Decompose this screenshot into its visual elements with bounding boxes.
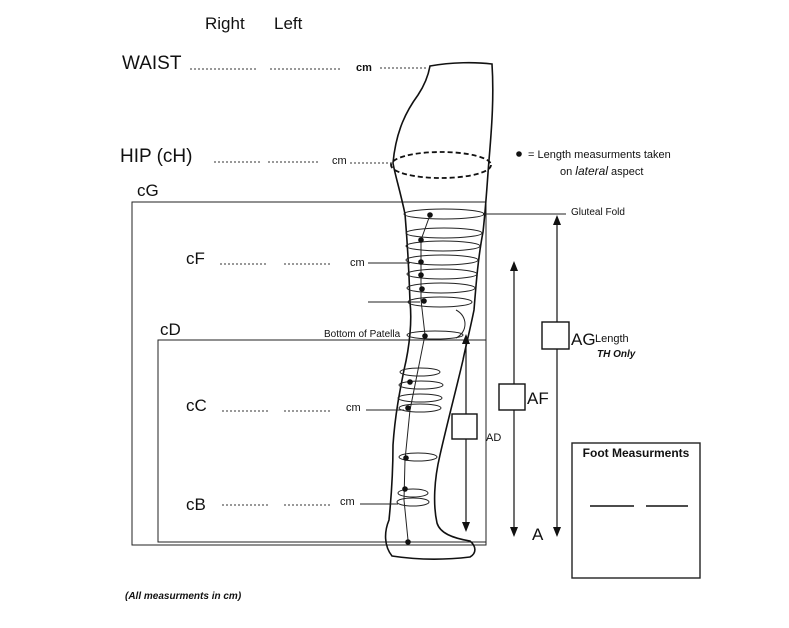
thigh-ring-4 (406, 268, 478, 280)
left-header: Left (274, 14, 303, 33)
kneecap-outline (455, 309, 466, 339)
gluteal-fold-ring (403, 208, 485, 220)
calf-ring-3 (397, 393, 443, 403)
ad-arrow-down-icon (462, 522, 470, 532)
legend-line-2-suffix: aspect (608, 166, 643, 178)
leg-outline (384, 61, 494, 560)
a-label: A (532, 525, 544, 544)
footnote: (All measurments in cm) (125, 591, 242, 602)
ad-label: AD (486, 432, 501, 444)
ankle-ring-2 (396, 497, 430, 507)
cc-label: cC (186, 396, 207, 415)
length-dot-icon (418, 272, 424, 278)
cg-label: cG (137, 181, 159, 200)
hip-label: HIP (cH) (120, 146, 192, 167)
length-dot-icon (418, 259, 424, 265)
ag-arrow-up-icon (553, 215, 561, 225)
ad-arrow-up-icon (462, 334, 470, 344)
gluteal-fold-label: Gluteal Fold (571, 207, 625, 218)
patella-ring (406, 330, 464, 340)
length-dot-gluteal-icon (427, 212, 433, 218)
foot-measurements-title: Foot Measurments (582, 446, 690, 460)
length-dot-icon (407, 379, 413, 385)
lateral-length-line (403, 214, 431, 541)
bottom-of-patella-label: Bottom of Patella (324, 329, 401, 340)
cc-unit: cm (346, 402, 361, 414)
af-arrow-down-icon (510, 527, 518, 537)
cd-label: cD (160, 320, 181, 339)
waist-unit: cm (356, 62, 372, 74)
right-header: Right (205, 14, 245, 33)
length-dot-heel-icon (405, 539, 411, 545)
ag-entry-box[interactable] (541, 321, 570, 350)
cb-label: cB (186, 495, 206, 514)
ag-length-sublabel: Length (595, 333, 629, 345)
legend-line-2-italic: lateral (575, 164, 608, 178)
legend-line-1: = Length measurments taken (528, 149, 671, 161)
length-dot-icon (403, 455, 409, 461)
calf-ring-5 (398, 452, 438, 462)
calf-ring-2 (398, 380, 444, 390)
ad-entry-box[interactable] (451, 413, 478, 440)
legend-bullet-icon (516, 151, 522, 157)
length-dot-icon (402, 486, 408, 492)
waist-label: WAIST (122, 53, 182, 74)
thigh-ring-5 (406, 282, 476, 294)
length-dot-icon (418, 237, 424, 243)
foot-measurements-panel (571, 442, 701, 579)
legend-line-2-prefix: on (560, 166, 575, 178)
thigh-ring-1 (405, 227, 483, 239)
length-dot-icon (421, 298, 427, 304)
ankle-ring-1 (397, 488, 429, 498)
ag-th-only-note: TH Only (597, 349, 636, 360)
cd-region-box (157, 339, 487, 543)
length-dot-patella-icon (422, 333, 428, 339)
calf-ring-4 (398, 403, 442, 413)
af-entry-box[interactable] (498, 383, 526, 411)
af-label: AF (527, 389, 549, 408)
hip-circumference-ring (390, 151, 492, 179)
af-arrow-up-icon (510, 261, 518, 271)
length-dot-icon (419, 286, 425, 292)
cf-unit: cm (350, 257, 365, 269)
cf-label: cF (186, 249, 205, 268)
ag-arrow-down-icon (553, 527, 561, 537)
thigh-ring-2 (405, 240, 481, 252)
hip-unit: cm (332, 155, 347, 167)
thigh-ring-3 (405, 254, 479, 266)
length-dot-icon (405, 405, 411, 411)
legend-line-2: on lateral aspect (560, 164, 643, 178)
calf-ring-1 (399, 367, 441, 377)
cb-unit: cm (340, 496, 355, 508)
ag-label: AG (571, 330, 596, 349)
